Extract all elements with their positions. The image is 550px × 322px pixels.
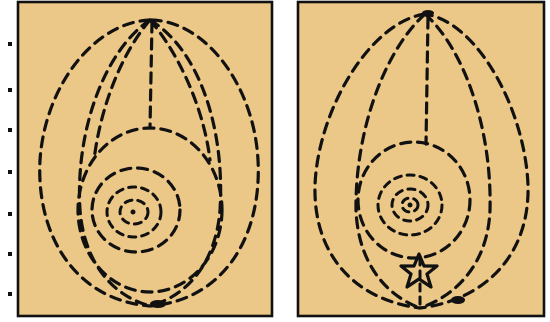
panel-right-background	[298, 2, 544, 316]
left-center-dot	[131, 210, 136, 215]
panel-left-background	[18, 2, 272, 316]
right-top-blob	[422, 10, 434, 16]
left-bottom-blob	[150, 300, 166, 308]
right-bottom-blob	[451, 296, 465, 304]
panel-right	[298, 2, 544, 316]
panel-left	[18, 2, 272, 316]
right-center-dot	[408, 203, 413, 208]
left-margin-marks	[8, 42, 12, 296]
